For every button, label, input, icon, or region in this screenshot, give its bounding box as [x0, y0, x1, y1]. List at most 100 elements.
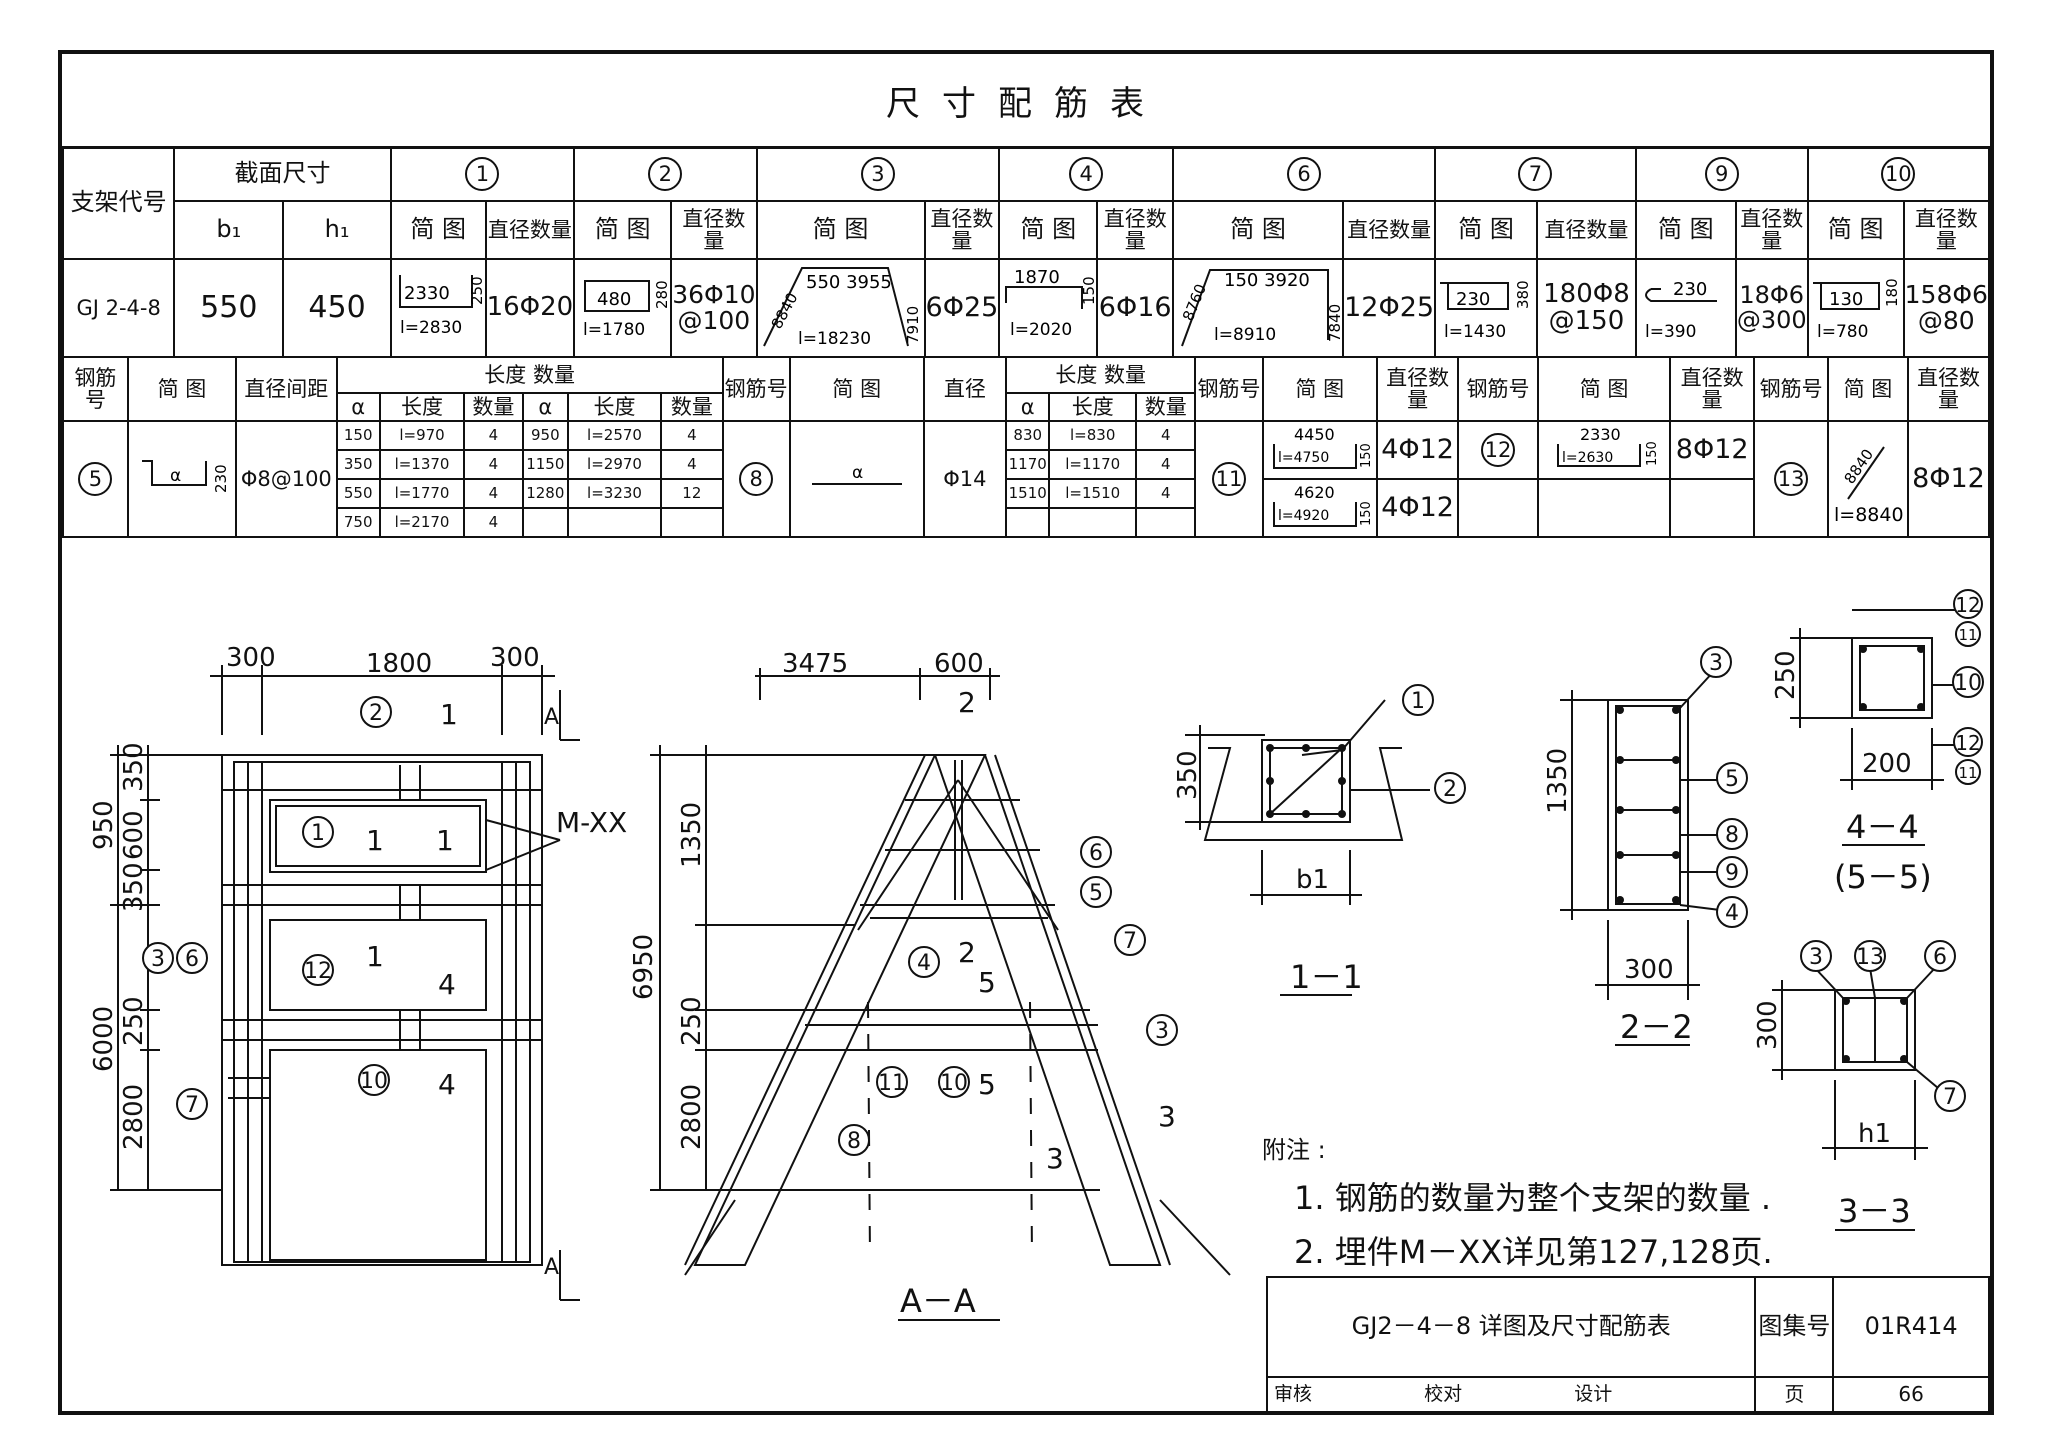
atlas-label: 图集号: [1754, 1276, 1835, 1378]
bar7-sketch: 230 380 l=1430: [1434, 258, 1539, 358]
front-dim-350-bottom: 350: [119, 862, 149, 912]
bar11-side-2: 150: [1359, 501, 1372, 526]
bar10-qty: 158Φ6 @80: [1902, 258, 1991, 358]
front-elevation: [110, 665, 580, 1301]
s44-dim-250: 250: [1771, 650, 1801, 700]
front-dim-350-top: 350: [119, 742, 149, 792]
bar2-side: 280: [653, 281, 670, 310]
bar8-cell: l=1510: [1048, 478, 1137, 510]
bar2-sketch: 480 280 l=1780: [573, 258, 673, 358]
bar1-sketch: 2330 250 l=2830: [389, 258, 487, 358]
bar11-length-1: l=4750: [1278, 450, 1329, 466]
t2-header-dia: 直径: [922, 356, 1008, 422]
t2-header-sketch: 简 图: [1826, 356, 1909, 422]
bar3-dims: 550 3955: [806, 272, 892, 293]
callout: 11: [1955, 759, 1981, 785]
bar5-cell: 550: [335, 478, 381, 510]
bar6-dims: 150 3920: [1224, 270, 1310, 291]
t2-header-bar-no: 钢筋号: [62, 356, 129, 422]
bar5-cell: [567, 507, 663, 539]
bar9-dims: 230: [1673, 279, 1707, 300]
drawing-name: GJ2－4－8 详图及尺寸配筋表: [1265, 1276, 1757, 1378]
note-1: 1. 钢筋的数量为整个支架的数量 .: [1294, 1179, 1772, 1217]
bar5-id: 5: [62, 419, 129, 539]
callout: 8: [838, 1124, 870, 1156]
bar2-shape: 480 280 l=1780: [583, 280, 670, 340]
callout-text: 5: [1725, 767, 1739, 792]
callout: 10: [938, 1066, 970, 1098]
header-dia-qty: 直径数量: [1734, 200, 1809, 260]
s22-dim-1350: 1350: [1543, 748, 1573, 814]
front-dim-250: 250: [119, 996, 149, 1046]
callout: 1: [1402, 684, 1434, 716]
callout-text: 2: [369, 701, 383, 726]
bar9-length: l=390: [1645, 322, 1696, 342]
check-label: 校对: [1424, 1382, 1463, 1405]
header-b1: b₁: [173, 200, 285, 260]
bar5-cell: l=1770: [378, 478, 466, 510]
bar11-length-2: l=4920: [1278, 508, 1329, 524]
callout-text: 6: [185, 947, 199, 972]
callout-text: 4: [917, 951, 931, 976]
bar7-side: 380: [1514, 281, 1532, 310]
bar5-cell: 150: [335, 419, 381, 452]
bar3-shape: 550 3955 8840 7910 l=18230: [762, 267, 922, 349]
header-dia-qty: 直径数量: [1096, 200, 1175, 260]
callout-text: 10: [940, 1071, 968, 1096]
page-label: 页: [1754, 1376, 1835, 1413]
callout-text: 12: [304, 959, 332, 984]
bar3-length: l=18230: [798, 329, 871, 349]
t2-header-sketch: 简 图: [126, 356, 238, 422]
h1-value: 450: [282, 258, 392, 358]
bar11-dims-1: 4450: [1294, 425, 1335, 444]
callout: 10: [358, 1064, 390, 1096]
bar11-dims-2: 4620: [1294, 483, 1335, 502]
bar8-sketch: α: [788, 419, 925, 539]
bar4-qty: 6Φ16: [1096, 258, 1175, 358]
callout: 3: [142, 942, 174, 974]
bar12-sketch: 2330 l=2630 150: [1537, 419, 1671, 481]
bar6-shape: 150 3920 8760 7840 l=8910: [1179, 269, 1341, 347]
callout-text: 6: [1089, 841, 1103, 866]
bar11-shape-2: 4620 l=4920 150: [1272, 483, 1374, 528]
callout-text: 5: [1089, 881, 1103, 906]
callout-text: 11: [1958, 764, 1977, 782]
callout-text: 1: [311, 821, 325, 846]
callout: 11: [1955, 621, 1981, 647]
section-mark-a-bottom: A: [544, 1255, 559, 1280]
bar13-shape: 8840 l=8840: [1834, 446, 1904, 526]
note-2: 2. 埋件M－XX详见第127,128页.: [1294, 1233, 1773, 1271]
callout: 8: [1716, 818, 1748, 850]
callout-text: 7: [185, 1093, 199, 1118]
callout: 9: [1716, 856, 1748, 888]
bar5-cell: [660, 507, 724, 539]
header-dia-qty: 直径数量: [1536, 200, 1637, 260]
bar6-length: l=8910: [1214, 325, 1276, 345]
callout-text: 8: [1725, 823, 1739, 848]
bar5-cell: 1280: [521, 478, 570, 510]
bar10-dims: 130: [1829, 289, 1863, 310]
section-3-3: [1772, 967, 1939, 1231]
callout: 3: [1800, 940, 1832, 972]
t2-header-sketch: 简 图: [788, 356, 925, 422]
t2-header-bar-no: 钢筋号: [1753, 356, 1829, 422]
front-dim-300-left: 300: [226, 643, 276, 673]
callout-text: 9: [1725, 861, 1739, 886]
t2-col-qty: 数量: [660, 392, 724, 422]
header-bar-9: 9: [1634, 146, 1809, 202]
callout: 10: [1952, 666, 1984, 698]
atlas-number: 01R414: [1832, 1276, 1990, 1378]
bar8-shape: α: [811, 463, 902, 486]
front-dim-2800: 2800: [119, 1084, 149, 1150]
callout-text: 13: [1856, 945, 1884, 970]
bar7-qty: 180Φ8 @150: [1536, 258, 1637, 358]
cut-mark-1: 1: [366, 940, 384, 973]
callout-text: 7: [1943, 1085, 1957, 1110]
t2-col-qty: 数量: [463, 392, 524, 422]
reinforcement-table-main: 支架代号 截面尺寸 1 2 3 4 6 7 9 10 b₁ h₁ 简 图 直径数…: [61, 146, 1991, 358]
callouts: 2 1 3 6 12 10 7 6 5 4 7 3 11 10 8 1 2 3 …: [142, 589, 1984, 1156]
bar5-cell: l=2170: [378, 507, 466, 539]
bar3-sketch: 550 3955 8840 7910 l=18230: [755, 258, 926, 358]
header-dia-qty: 直径数量: [484, 200, 576, 260]
t2-header-dia-qty: 直径数量: [1376, 356, 1460, 422]
